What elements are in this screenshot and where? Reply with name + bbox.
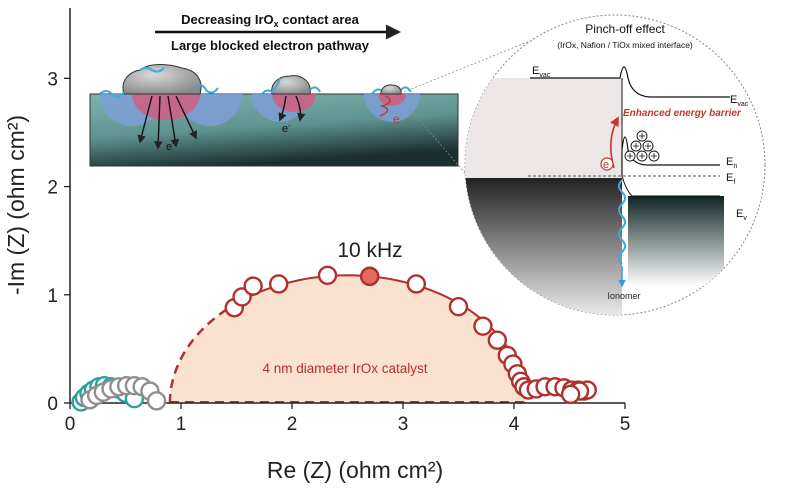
tick-layer: 0 1 2 3 4 5 0 1 2 3 [47,69,630,435]
electron-label-1: e- [166,139,175,153]
inset-title-line1: Decreasing IrOx contact area [181,12,359,29]
e-vac-left-label: Evac [532,65,551,79]
valence-band-edge [621,175,720,197]
tiox-band [628,196,724,286]
conduction-band-line [621,136,720,176]
data-point [317,265,338,286]
data-points-layer [71,265,597,412]
y-tick-label: 3 [47,69,58,90]
medium-irox-particle [271,75,311,95]
data-point [473,316,493,336]
e-v-label: Ev [736,208,747,222]
data-point [406,274,427,294]
x-tick-label: 4 [509,414,520,435]
large-irox-particle [122,64,202,95]
small-irox-particle [380,84,402,95]
y-tick-label: 2 [47,178,58,199]
e-vac-right-label: Evac [730,94,749,108]
fit-label: 4 nm diameter IrOx catalyst [262,361,427,376]
fit-area [169,275,526,403]
ionomer-strands [99,67,412,98]
fit-curve-left [168,304,233,404]
electron-label-2: e- [282,121,291,135]
data-point [268,274,289,294]
data-point [146,391,167,411]
ionomer-label: Ionomer [607,291,640,301]
x-tick-label: 0 [65,414,76,435]
electron-arrows [137,95,306,150]
x-tick-label: 1 [176,414,187,435]
frequency-annotation: 10 kHz [337,239,402,262]
contact-area-inset: Decreasing IrOx contact area Large block… [89,12,459,167]
blocked-electron-path [379,95,391,117]
vacuum-region [465,78,622,178]
x-tick-label: 5 [620,414,631,435]
inset-subtitle: (IrOx, Nafion / TiOx mixed interface) [557,40,693,50]
fit-curve-layer [168,274,527,404]
ionomer-wave [618,179,626,265]
data-point [448,296,469,317]
y-tick-label: 1 [47,286,58,307]
inset-title: Pinch-off effect [585,22,665,36]
electron-label-3: e [393,112,400,126]
electron-particle [600,157,614,171]
data-point [487,330,508,350]
inset-title-line2: Large blocked electron pathway [171,38,370,53]
highlight-point-10khz [360,266,380,287]
depletion-zones [100,94,420,126]
x-tick-label: 3 [398,414,409,435]
x-tick-label: 2 [287,414,298,435]
data-point [243,276,263,296]
electron-symbol: e [603,159,609,171]
data-point [560,384,581,405]
y-axis-label: -Im (Z) (ohm cm²) [3,115,29,295]
e-f-label: Ef [726,172,735,186]
band-diagram-inset: Pinch-off effect (IrOx, Nafion / TiOx mi… [464,14,766,316]
y-tick-label: 0 [47,394,58,415]
vacuum-level-line [530,66,730,98]
e-fn-label: En [726,156,737,170]
energy-barrier-label: Enhanced energy barrier [623,108,742,119]
x-axis-label: Re (Z) (ohm cm²) [267,457,443,483]
